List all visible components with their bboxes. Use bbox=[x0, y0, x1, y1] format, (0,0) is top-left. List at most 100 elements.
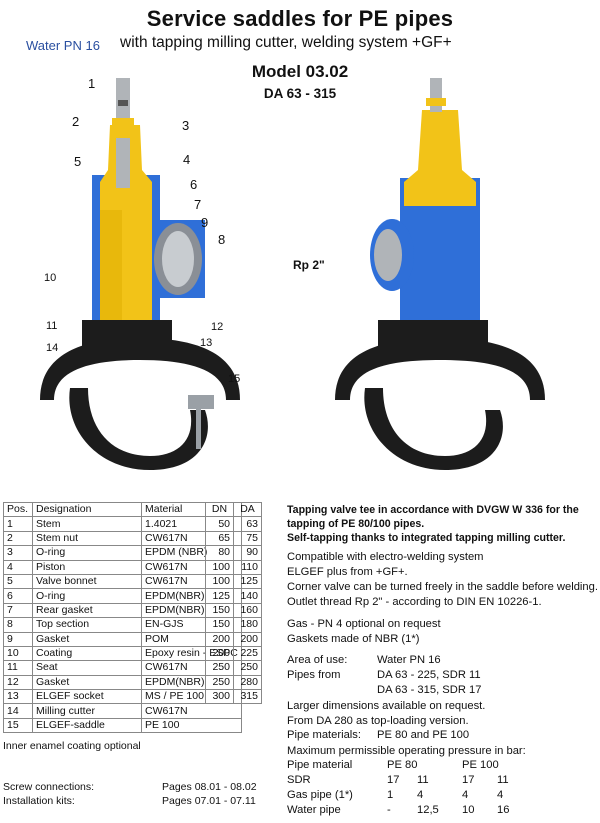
pressure-value: 17 bbox=[462, 774, 475, 786]
part-pos: 6 bbox=[3, 588, 33, 604]
dn-value: 100 bbox=[205, 573, 234, 590]
desc-line-7: Larger dimensions available on request. bbox=[287, 700, 486, 712]
desc-line-4: Outlet thread Rp 2" - according to DIN E… bbox=[287, 596, 542, 608]
materials-value: PE 80 and PE 100 bbox=[377, 729, 470, 741]
page-subtitle: with tapping milling cutter, welding sys… bbox=[120, 34, 452, 51]
pressure-value: 17 bbox=[387, 774, 400, 786]
sectional-view-drawing bbox=[40, 78, 240, 470]
desc-bold-1: Tapping valve tee in accordance with DVG… bbox=[287, 504, 579, 516]
materials-label: Pipe materials: bbox=[287, 729, 361, 741]
part-designation: ELGEF socket bbox=[32, 689, 142, 705]
callout-3: 3 bbox=[182, 118, 190, 133]
area-label: Area of use: bbox=[287, 654, 348, 666]
part-pos: 13 bbox=[3, 689, 33, 705]
callout-15: 15 bbox=[228, 373, 241, 385]
dn-value: 50 bbox=[205, 516, 234, 532]
pressure-value: 10 bbox=[462, 804, 475, 816]
part-designation: Stem bbox=[32, 516, 142, 532]
pipes-from-row: Pipes from DA 63 - 225, SDR 11 bbox=[287, 669, 587, 683]
pressure-value: 11 bbox=[417, 774, 429, 786]
part-pos: 14 bbox=[3, 703, 33, 719]
callout-12: 12 bbox=[211, 321, 224, 333]
part-designation: Valve bonnet bbox=[32, 573, 142, 590]
da-value: 180 bbox=[233, 617, 262, 633]
callout-2: 2 bbox=[72, 114, 80, 129]
pressure-value: 4 bbox=[497, 789, 504, 801]
desc-line-2: ELGEF plus from +GF+. bbox=[287, 566, 408, 578]
dn-value: 125 bbox=[205, 588, 234, 604]
callout-6: 6 bbox=[190, 177, 198, 192]
part-designation: Top section bbox=[32, 617, 142, 633]
pressure-value: 4 bbox=[417, 789, 424, 801]
part-designation: Piston bbox=[32, 559, 142, 575]
part-pos: 7 bbox=[3, 602, 33, 619]
pressure-row-label: Gas pipe (1*) bbox=[287, 789, 353, 801]
pipes-value-2: DA 63 - 315, SDR 17 bbox=[377, 684, 482, 696]
part-designation: Coating bbox=[32, 645, 142, 662]
da-range-label: DA 63 - 315 bbox=[263, 86, 337, 101]
da-value: 200 bbox=[233, 631, 262, 647]
part-material: PE 100 bbox=[141, 717, 242, 734]
da-value: 140 bbox=[233, 588, 262, 604]
da-value: 75 bbox=[233, 530, 262, 547]
callout-7: 7 bbox=[194, 197, 202, 212]
area-value: Water PN 16 bbox=[377, 654, 441, 666]
callout-10: 10 bbox=[44, 272, 57, 284]
part-pos: 11 bbox=[3, 660, 33, 676]
desc-bold-2: tapping of PE 80/100 pipes. bbox=[287, 518, 425, 530]
dn-value: 100 bbox=[205, 559, 234, 575]
pressure-row: Water pipe - 12,5 10 16 bbox=[287, 804, 587, 818]
pressure-row-label: SDR bbox=[287, 774, 311, 786]
rp-thread-label: Rp 2" bbox=[293, 258, 325, 272]
da-value: 250 bbox=[233, 660, 262, 676]
pressure-header-material: Pipe material bbox=[287, 759, 353, 771]
desc-line-3: Corner valve can be turned freely in the… bbox=[287, 581, 598, 593]
installation-kits-pages: Pages 07.01 - 07.11 bbox=[162, 795, 256, 807]
da-value: 315 bbox=[233, 689, 262, 705]
part-pos: 9 bbox=[3, 631, 33, 647]
callout-9: 9 bbox=[201, 215, 209, 230]
desc-line-8: From DA 280 as top-loading version. bbox=[287, 715, 469, 727]
pressure-value: 16 bbox=[497, 804, 510, 816]
pressure-value: 12,5 bbox=[417, 804, 439, 816]
dn-table-header: DN DA bbox=[205, 501, 262, 518]
part-pos: 4 bbox=[3, 559, 33, 575]
pipes-label: Pipes from bbox=[287, 669, 341, 681]
da-value: 90 bbox=[233, 545, 262, 561]
callout-4: 4 bbox=[183, 152, 191, 167]
callout-8: 8 bbox=[218, 232, 226, 247]
da-value: 110 bbox=[233, 559, 262, 575]
model-title: Model 03.02 bbox=[251, 62, 349, 81]
part-designation: O-ring bbox=[32, 588, 142, 604]
part-designation: Stem nut bbox=[32, 530, 142, 547]
screw-connections-pages: Pages 08.01 - 08.02 bbox=[162, 781, 257, 793]
pressure-row-label: Water pipe bbox=[287, 804, 341, 816]
dn-value: 250 bbox=[205, 674, 234, 691]
callout-13: 13 bbox=[200, 337, 213, 349]
dn-value: 200 bbox=[205, 645, 234, 662]
dn-value: 250 bbox=[205, 660, 234, 676]
pressure-value: - bbox=[387, 804, 391, 816]
pressure-title: Maximum permissible operating pressure i… bbox=[287, 745, 526, 757]
callout-1: 1 bbox=[88, 76, 96, 91]
pipes-value-1: DA 63 - 225, SDR 11 bbox=[377, 669, 481, 681]
dn-value: 150 bbox=[205, 602, 234, 619]
da-value: 280 bbox=[233, 674, 262, 691]
pressure-header-row: Pipe material PE 80 PE 100 bbox=[287, 759, 587, 773]
dn-value: 65 bbox=[205, 530, 234, 547]
